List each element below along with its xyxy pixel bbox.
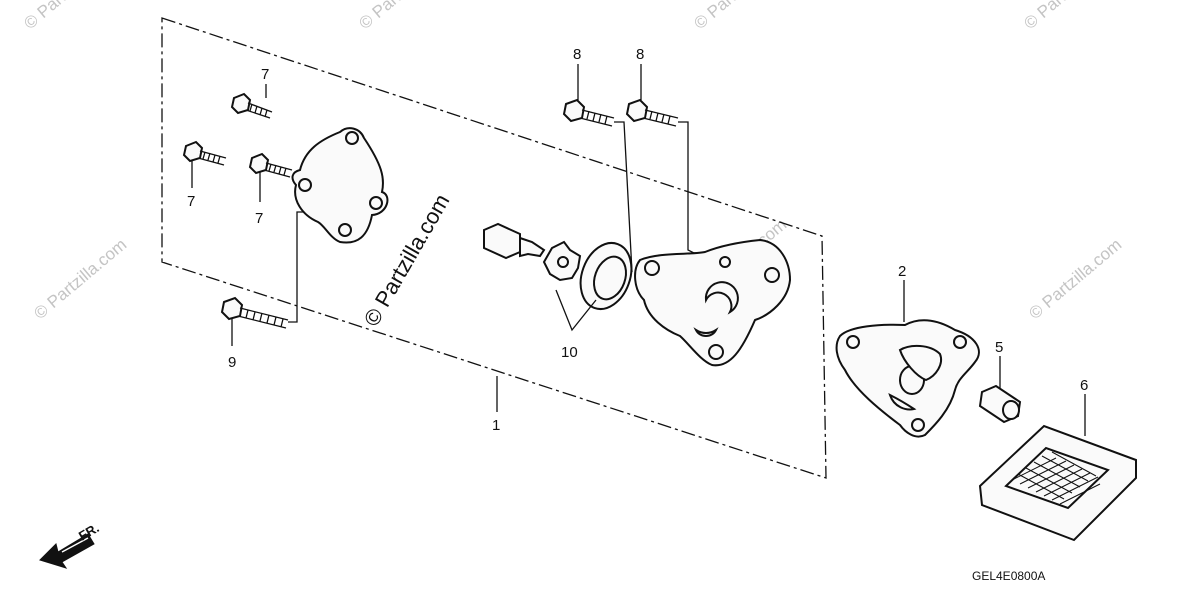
outer-rotor <box>579 242 633 310</box>
diagram-code: GEL4E0800A <box>972 569 1045 583</box>
callout-2: 2 <box>898 263 906 280</box>
inner-rotor <box>542 240 582 282</box>
bolt-8-left <box>562 98 633 273</box>
gasket <box>835 319 980 438</box>
bolt-7-middle <box>248 152 293 178</box>
bolt-9 <box>220 211 305 329</box>
watermark-text: © Partzilla.com <box>1025 235 1125 323</box>
bolt-7-top <box>230 92 273 119</box>
oil-strainer-screen <box>978 424 1137 542</box>
leader-lines <box>191 64 1086 436</box>
collar <box>978 384 1022 424</box>
pump-body <box>634 238 792 367</box>
front-direction-arrow-icon: FR. <box>39 520 102 569</box>
watermark-text: © Partzilla.com <box>30 235 130 323</box>
watermark-text: © Partzilla.com <box>20 0 120 33</box>
callout-7-left: 7 <box>187 193 195 210</box>
callout-5: 5 <box>995 339 1003 356</box>
callout-8-right: 8 <box>636 46 644 63</box>
bolt-7-left <box>182 140 227 166</box>
callout-10: 10 <box>561 344 578 361</box>
callout-numbers: 7 7 7 9 8 8 10 1 2 5 6 <box>187 46 1088 434</box>
callout-7-middle: 7 <box>255 210 263 227</box>
pump-cover <box>291 127 389 244</box>
watermark-text: © Partzilla.com <box>355 0 455 33</box>
watermark-text: © Partzilla.com <box>690 0 790 33</box>
leader-10 <box>555 289 597 332</box>
watermark-text: © Partzilla.com <box>1020 0 1120 33</box>
bolt-8-right <box>625 98 701 257</box>
pump-shaft <box>483 222 546 260</box>
callout-8-left: 8 <box>573 46 581 63</box>
callout-7-top: 7 <box>261 66 269 83</box>
callout-9: 9 <box>228 354 236 371</box>
callout-6: 6 <box>1080 377 1088 394</box>
callout-1: 1 <box>492 417 500 434</box>
assembly-boundary <box>161 17 827 479</box>
